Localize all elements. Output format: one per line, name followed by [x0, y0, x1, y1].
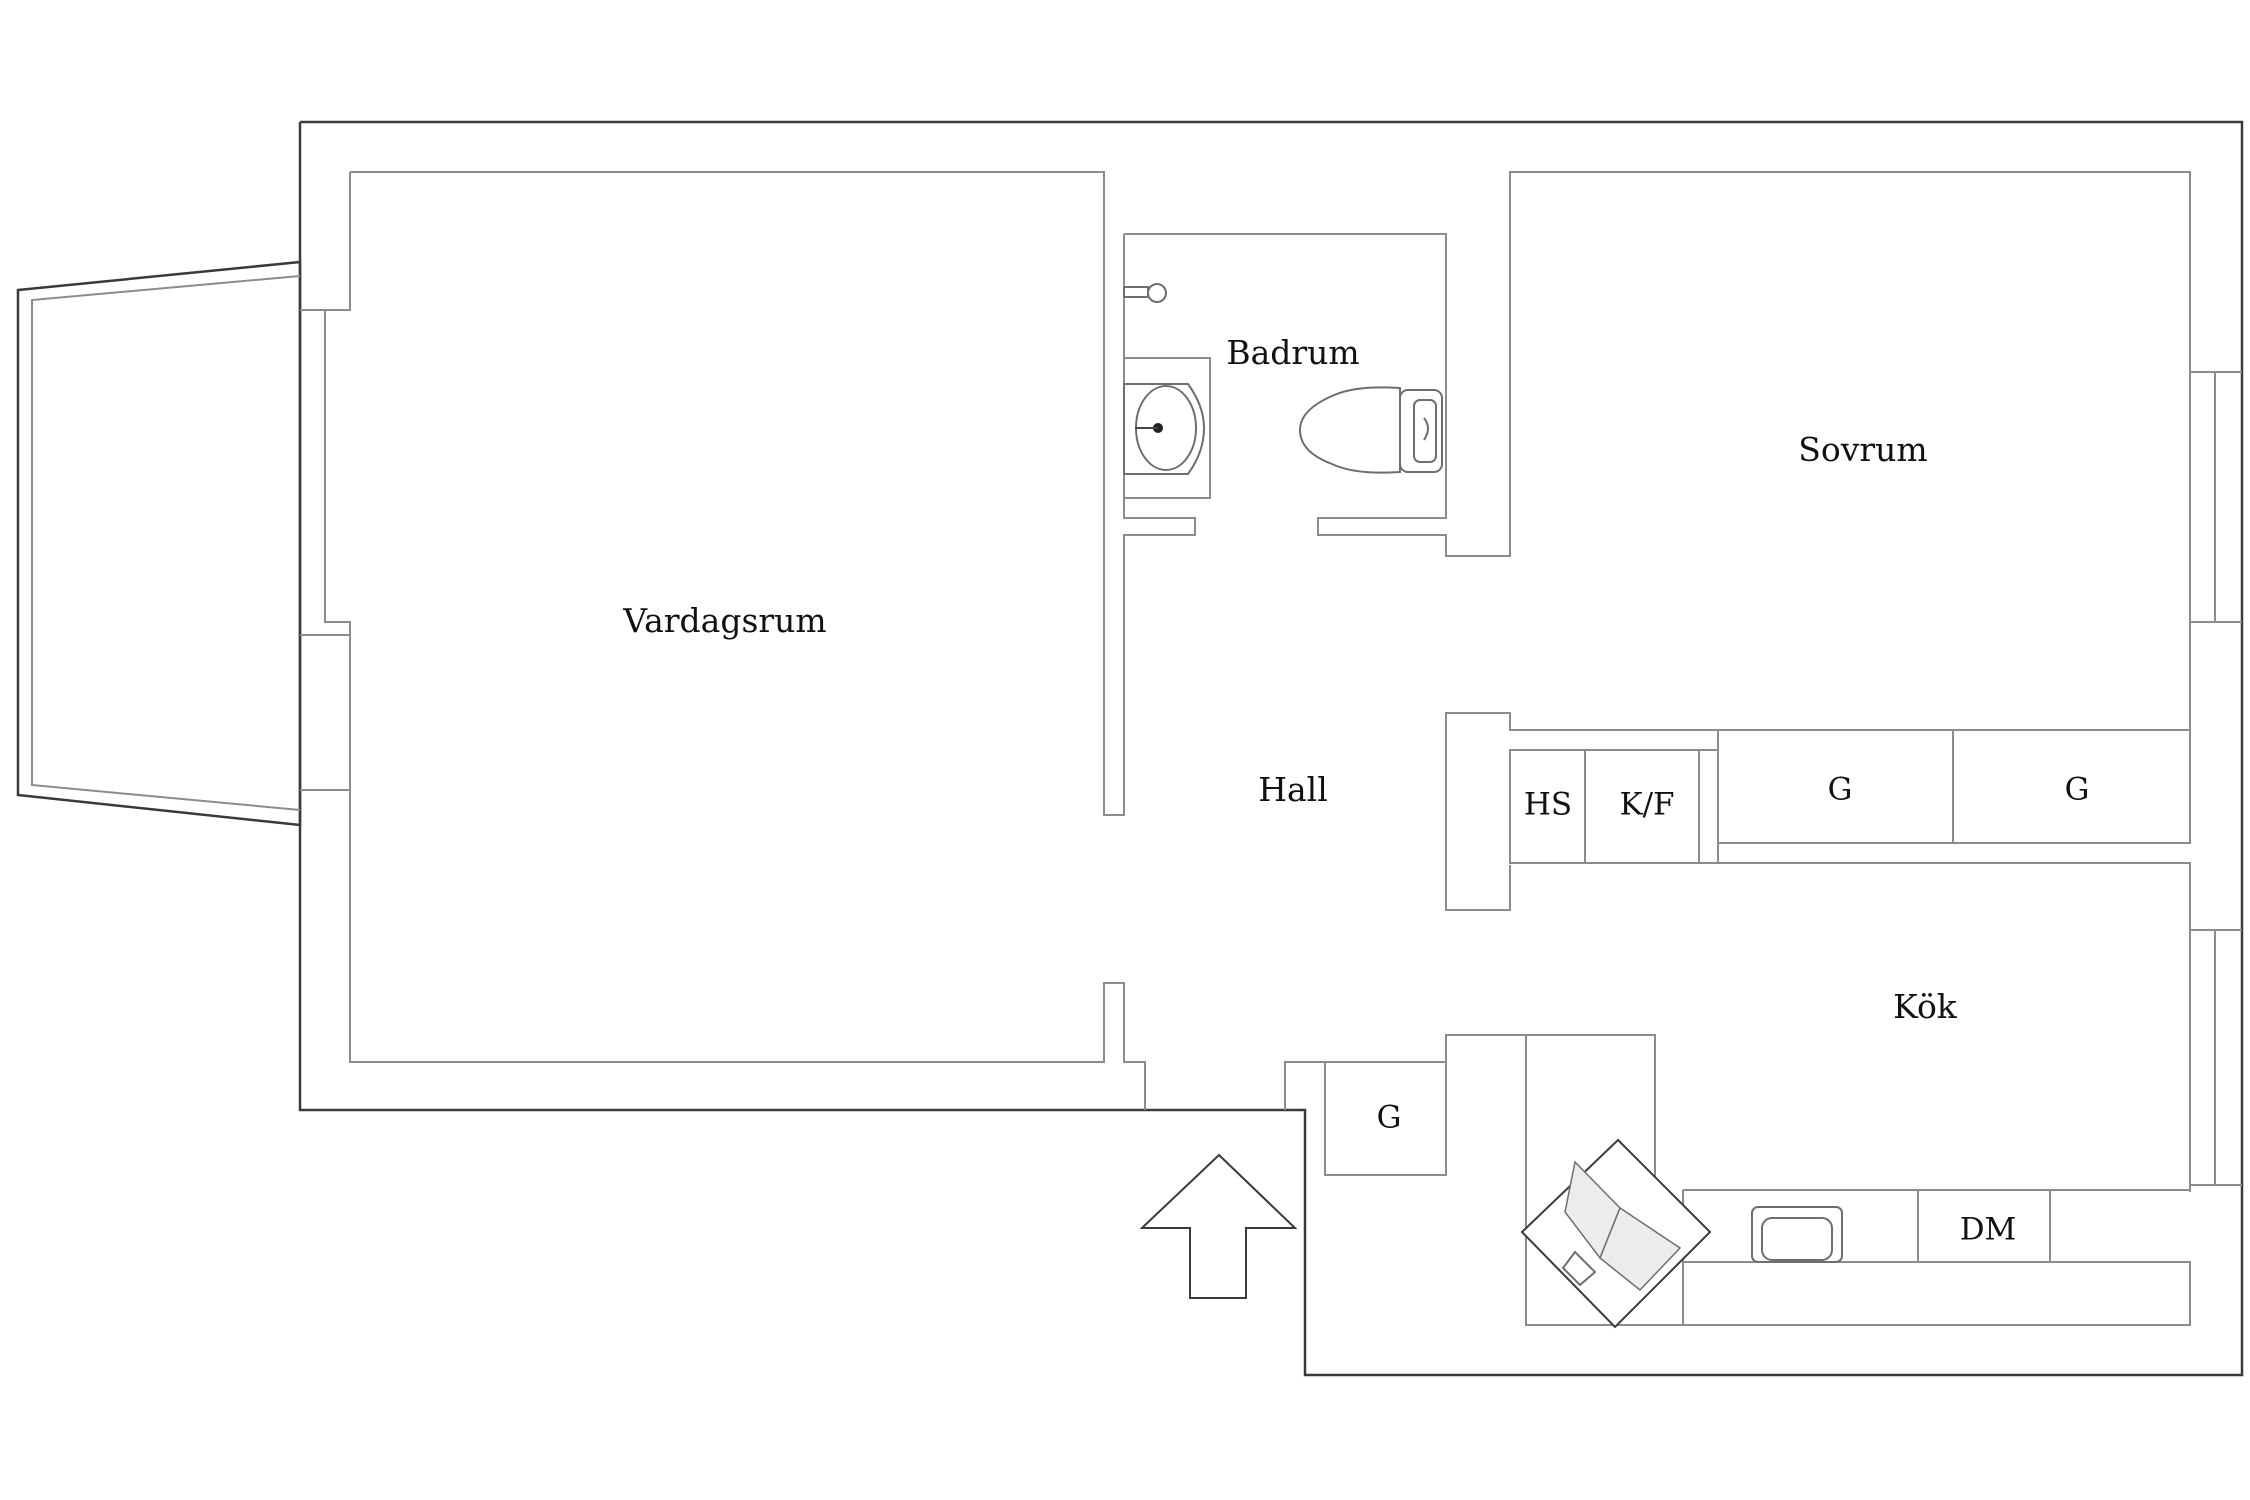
room-label-bathroom: Badrum	[1226, 333, 1359, 372]
storage-label-kf: K/F	[1619, 787, 1674, 823]
toilet-icon	[1298, 386, 1443, 474]
bedroom-window	[2190, 371, 2242, 623]
towel-hook-icon	[1123, 283, 1167, 303]
entrance-arrow-icon	[1139, 1153, 1298, 1299]
room-label-bedroom: Sovrum	[1798, 430, 1927, 469]
room-label-kitchen: Kök	[1893, 987, 1958, 1026]
room-label-living-room: Vardagsrum	[622, 601, 826, 640]
room-label-hall: Hall	[1258, 770, 1328, 809]
storage-label-hs: HS	[1524, 787, 1572, 823]
stove-icon	[1520, 1138, 1712, 1329]
storage-label-wardrobe-3: G	[1377, 1100, 1402, 1136]
storage-label-wardrobe-2: G	[2065, 772, 2090, 808]
closet-row	[1509, 729, 2191, 1192]
living-room-walls	[300, 171, 1196, 1110]
appliance-label-dishwasher: DM	[1960, 1212, 2017, 1248]
exterior-walls	[16, 120, 2244, 1377]
balcony	[16, 260, 302, 827]
kitchen-window	[2190, 929, 2242, 1186]
kitchen-walls	[1284, 1034, 2191, 1326]
storage-label-wardrobe-1: G	[1828, 772, 1853, 808]
kitchen-sink-icon	[1751, 1206, 1843, 1263]
sink-icon	[1123, 357, 1211, 499]
bathroom-walls	[1124, 171, 2191, 911]
